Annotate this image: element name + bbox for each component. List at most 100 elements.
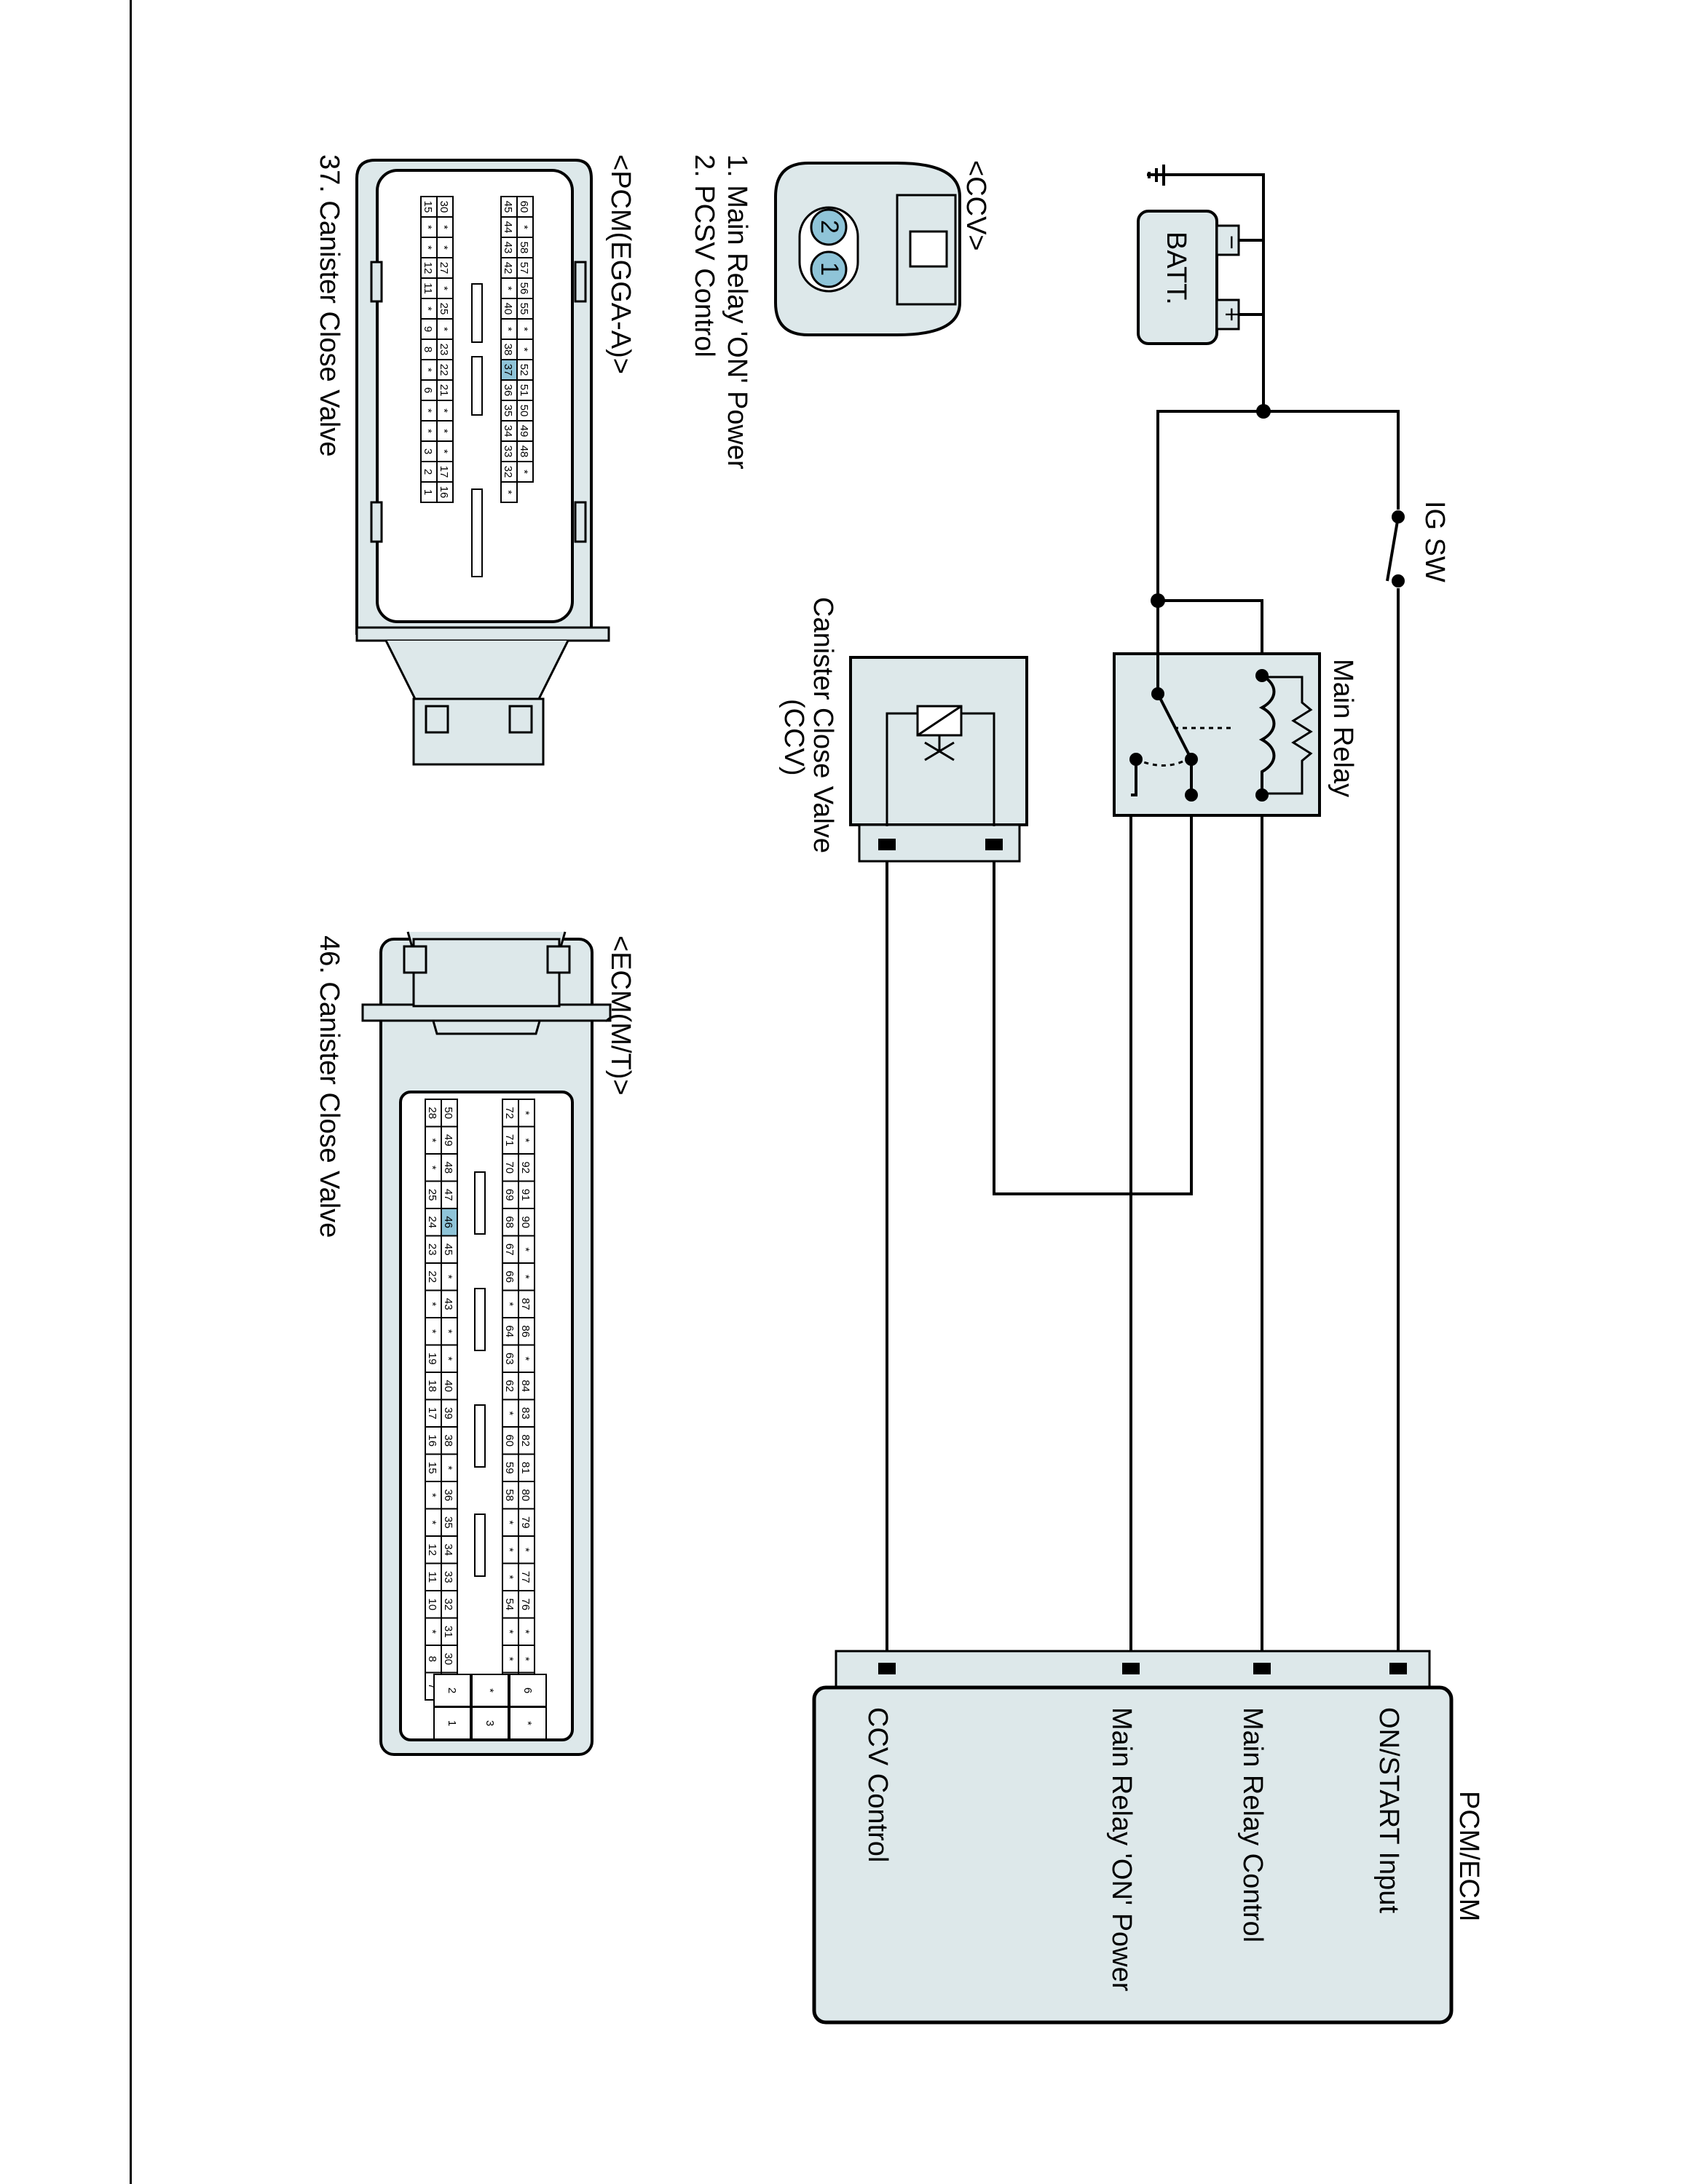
ig-switch: IG SW: [1386, 501, 1450, 587]
pin-label: 67: [503, 1243, 516, 1256]
pin-label: 48: [518, 446, 530, 458]
pin-label: *: [502, 490, 514, 494]
pin-label: 63: [503, 1353, 516, 1365]
pin-label: *: [503, 1548, 516, 1552]
pin-label: *: [518, 225, 530, 229]
pin-label: 68: [503, 1216, 516, 1228]
pin-label: 62: [503, 1380, 516, 1392]
pcm-pin-on-start: ON/START Input: [1373, 1707, 1404, 1913]
pin-label: 12: [426, 1543, 438, 1556]
pin-label: *: [422, 306, 434, 311]
pin-label: *: [426, 1629, 438, 1634]
pin-label: 16: [426, 1434, 438, 1447]
pin-label: 42: [502, 262, 514, 274]
pin-label: 23: [438, 344, 450, 356]
pcm-egga-connector: 60*58575655**5251504948*45444342*40*3837…: [314, 154, 636, 766]
pin-label: 46: [442, 1216, 454, 1228]
ecm-mt-aux-pins: 6*2*31: [433, 1674, 547, 1740]
pin-label: *: [438, 245, 450, 250]
pin-cell: [420, 481, 438, 503]
aux-pin-cell: [433, 1706, 471, 1740]
pin-label: 84: [519, 1380, 532, 1392]
pin-label: 79: [519, 1516, 532, 1529]
pin-label: 33: [502, 446, 514, 458]
pin-label: *: [502, 327, 514, 331]
pin-label: 25: [426, 1189, 438, 1201]
ccv-solenoid: Canister Close Valve (CCV): [778, 597, 1028, 863]
pin-label: 30: [438, 201, 450, 213]
pin-label: 32: [442, 1598, 454, 1610]
pcm-egga-title: <PCM(EGGA-A)>: [605, 154, 636, 374]
pin-label: 91: [519, 1189, 532, 1201]
pin-label: 76: [519, 1598, 532, 1610]
pin-label: *: [519, 1657, 532, 1661]
pin-label: 30: [442, 1653, 454, 1665]
pin-label: 70: [503, 1161, 516, 1174]
pin-label: *: [503, 1629, 516, 1634]
ccv-label-line1: Canister Close Valve: [808, 597, 838, 853]
pcm-egga-caption: 37. Canister Close Valve: [314, 154, 344, 456]
pin-label: *: [426, 1329, 438, 1334]
pin-label: 43: [442, 1298, 454, 1310]
pin-label: 38: [442, 1434, 454, 1447]
battery-label: BATT.: [1161, 232, 1191, 305]
pin-label: 12: [422, 262, 434, 274]
pin-label: *: [519, 1356, 532, 1361]
pin-label: 22: [438, 364, 450, 376]
pin-label: 39: [442, 1407, 454, 1420]
ecm-mt-connector: **929190**8786*848382818079*7776**737271…: [314, 931, 636, 1756]
pin-label: 40: [442, 1380, 454, 1392]
pin-label: 45: [442, 1243, 454, 1256]
pin-label: 51: [518, 384, 530, 397]
pin-label: *: [519, 1111, 532, 1115]
pin-label: 54: [503, 1598, 516, 1610]
pin-label: 19: [426, 1353, 438, 1365]
pin-label: 60: [503, 1434, 516, 1447]
aux-pin-label: 1: [446, 1720, 458, 1726]
pin-label: 36: [442, 1489, 454, 1501]
pin-label: 50: [518, 405, 530, 417]
pin-label: 6: [422, 387, 434, 393]
pin-label: *: [519, 1275, 532, 1279]
pin-label: *: [503, 1411, 516, 1415]
pin-label: 55: [518, 303, 530, 315]
pin-label: 58: [503, 1489, 516, 1501]
pin-label: 15: [422, 201, 434, 213]
pin-label: *: [422, 429, 434, 433]
pin-label: 37: [502, 364, 514, 376]
pin-label: 48: [442, 1161, 454, 1174]
pin-label: *: [438, 286, 450, 290]
aux-pin-cell: [509, 1706, 547, 1740]
pin-label: *: [426, 1302, 438, 1306]
aux-pin-label: 6: [521, 1688, 534, 1693]
pin-label: 49: [442, 1134, 454, 1147]
pin-label: 90: [519, 1216, 532, 1228]
pin-label: 24: [426, 1216, 438, 1228]
pin-label: *: [442, 1275, 454, 1279]
pin-label: 69: [503, 1189, 516, 1201]
battery-pos-sign: +: [1218, 307, 1245, 322]
pin-label: 2: [422, 469, 434, 475]
pcm-pin-ccv-control: CCV Control: [862, 1707, 893, 1862]
pin-label: 35: [502, 405, 514, 417]
page-frame: [130, 0, 1688, 2184]
pin-label: 8: [422, 347, 434, 352]
pin-label: *: [503, 1302, 516, 1306]
ccv-legend-2: 2. PCSV Control: [689, 154, 719, 357]
ccv-legend-1: 1. Main Relay 'ON' Power: [722, 154, 752, 470]
pin-label: 18: [426, 1380, 438, 1392]
pin-label: 32: [502, 466, 514, 478]
pin-label: *: [518, 347, 530, 352]
pin-label: 43: [502, 242, 514, 254]
pin-label: 83: [519, 1407, 532, 1420]
pin-label: 34: [502, 425, 514, 438]
pin-label: 16: [438, 486, 450, 499]
pin-label: *: [519, 1247, 532, 1251]
aux-pin-label: *: [484, 1688, 496, 1693]
pin-label: *: [426, 1166, 438, 1170]
pin-label: 60: [518, 201, 530, 213]
pin-label: 58: [518, 242, 530, 254]
pin-label: 47: [442, 1189, 454, 1201]
pin-label: *: [438, 429, 450, 433]
pin-label: *: [426, 1138, 438, 1142]
